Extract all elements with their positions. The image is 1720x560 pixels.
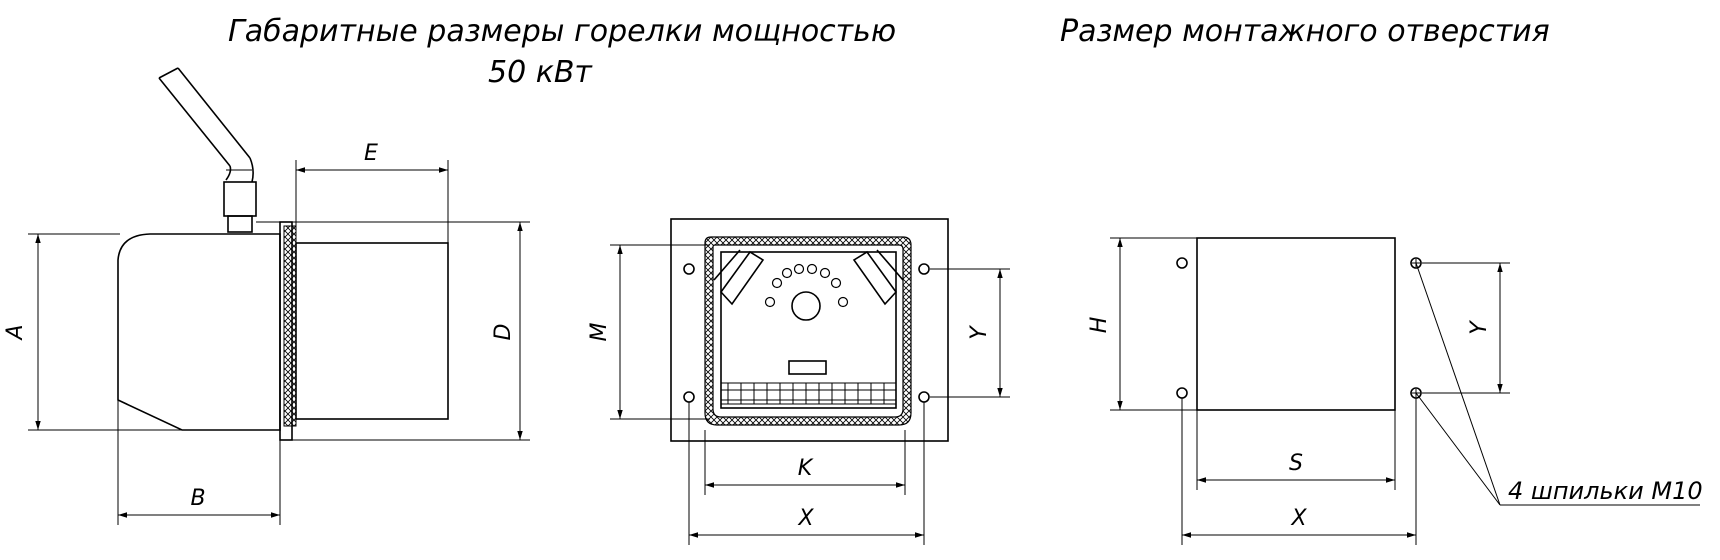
hole-top-left [683, 263, 695, 275]
stud-top-right [1410, 257, 1422, 269]
dim-label-Y-front: Y [967, 325, 992, 340]
grate [720, 382, 897, 405]
air-holes [764, 263, 849, 308]
dim-label-D: D [491, 324, 516, 341]
stud-bottom-left [1176, 387, 1188, 399]
dim-label-A: A [3, 324, 28, 341]
mount-view [1176, 237, 1422, 411]
hole-top-right [918, 263, 930, 275]
central-opening [791, 291, 821, 321]
slot [788, 360, 827, 375]
dim-label-M: M [587, 322, 612, 341]
side-view [117, 67, 449, 441]
hole-bottom-left [683, 391, 695, 403]
dim-label-B: B [190, 486, 205, 511]
side-dimensions [28, 160, 530, 525]
mount-opening [1196, 237, 1396, 411]
mount-dimensions [1110, 237, 1700, 545]
burner-title-line1: Габаритные размеры горелки мощностью [228, 14, 897, 49]
dim-label-E: E [364, 141, 378, 166]
dim-label-Y-mount: Y [1467, 320, 1492, 335]
dim-label-S: S [1289, 451, 1303, 476]
front-flange [670, 218, 949, 442]
dim-label-X-mount: X [1290, 506, 1307, 531]
front-view [670, 218, 949, 442]
burner-title-line2: 50 кВт [488, 55, 592, 90]
gasket-frame [704, 236, 912, 426]
front-dimensions [610, 244, 1010, 545]
feed-pipe [158, 67, 257, 233]
combustion-tube [295, 242, 449, 420]
stud-callout: 4 шпильки М10 [1508, 477, 1703, 505]
dim-label-K: K [798, 456, 814, 481]
dim-label-X-front: X [797, 506, 814, 531]
dim-label-H: H [1087, 317, 1112, 334]
mount-title: Размер монтажного отверстия [1060, 14, 1550, 49]
stud-top-left [1176, 257, 1188, 269]
hole-bottom-right [918, 391, 930, 403]
burner-housing [117, 233, 281, 431]
